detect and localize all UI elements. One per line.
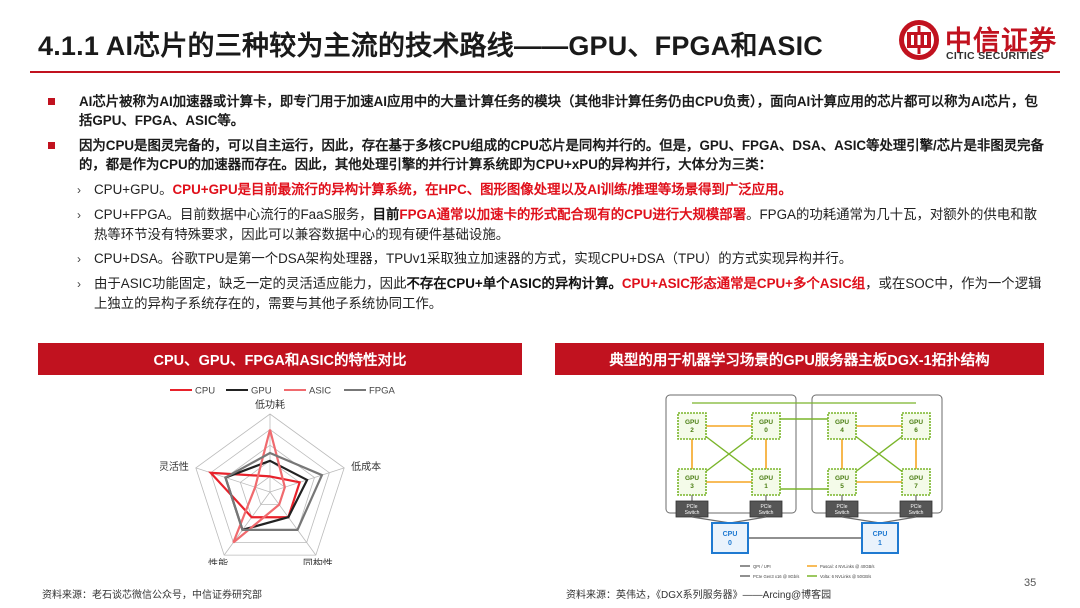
legend-label-fpga: FPGA	[369, 386, 396, 397]
gpu-label: 7	[914, 483, 918, 490]
sub-bullet-cpu-fpga: ›CPU+FPGA。目前数据中心流行的FaaS服务，目前FPGA通常以加速卡的形…	[77, 206, 1037, 242]
right-source-note: 资料来源：英伟达，《DGX系列服务器》——Arcing@博客园	[566, 590, 832, 601]
axis-label-4: 灵活性	[160, 460, 189, 473]
gpu-box	[677, 468, 707, 496]
series-cpu	[207, 471, 302, 519]
series-fpga	[224, 451, 324, 531]
page-number: 35	[1024, 577, 1037, 589]
series-asic	[232, 429, 286, 544]
bullet-list: AI芯片被称为AI加速器或计算卡，即专门用于加速AI应用中的大量计算任务的模块（…	[46, 92, 1046, 318]
gpu-label: GPU	[909, 419, 923, 426]
pcie-switch-label: PCIe	[910, 504, 921, 510]
sub-bullet-list: ›CPU+GPU。CPU+GPU是目前最流行的异构计算系统，在HPC、图形图像处…	[77, 180, 1046, 314]
legend-label-asic: ASIC	[309, 386, 331, 397]
cpu-label: CPU	[723, 531, 738, 538]
gpu-group-right	[811, 394, 943, 514]
pcie-switch-label: PCIe	[760, 504, 771, 510]
gpu-label: GPU	[759, 475, 773, 482]
pcie-switch-label: PCIe	[686, 504, 697, 510]
cpu-box	[711, 522, 749, 554]
cpu-label: 1	[878, 540, 882, 547]
dgx1-topology-diagram: GPU2GPU0GPU4GPU6GPU3GPU1GPU5GPU7PCIeSwit…	[665, 394, 943, 579]
cpu-box	[861, 522, 899, 554]
gpu-label: GPU	[759, 419, 773, 426]
gpu-box	[901, 412, 931, 440]
cpu-label: CPU	[873, 531, 888, 538]
gpu-label: GPU	[685, 419, 699, 426]
pcie-switch-label: Switch	[909, 510, 924, 516]
radar-grid-ring	[195, 413, 345, 556]
sub-bullet-cpu-gpu: ›CPU+GPU。CPU+GPU是目前最流行的异构计算系统，在HPC、图形图像处…	[77, 180, 1046, 200]
radar-grid-ring	[210, 429, 330, 543]
left-source-note: 资料来源：老石谈芯微信公众号，中信证券研究部	[42, 590, 262, 601]
logo-en-text: CITIC SECURITIES	[946, 50, 1045, 62]
gpu-box	[751, 468, 781, 496]
legend-label: PCIe Gen3 x16 @ 8Gb/s	[753, 574, 799, 579]
axis-label-2: 同构性	[303, 557, 333, 565]
legend-label-cpu: CPU	[195, 386, 215, 397]
legend-label: Pascal: 4 NVLinks @ 40GB/s	[820, 564, 875, 569]
sub-bullet-cpu-asic: ›由于ASIC功能固定，缺乏一定的灵活适应能力，因此不存在CPU+单个ASIC的…	[77, 275, 1042, 311]
gpu-group-left	[665, 394, 797, 514]
radar-grid-ring	[254, 475, 286, 506]
left-panel-title: CPU、GPU、FPGA和ASIC的特性对比	[38, 343, 522, 375]
radar-spoke	[269, 491, 317, 556]
gpu-label: 4	[840, 427, 844, 434]
legend-label: QPI / UPI	[753, 564, 771, 569]
gpu-box	[901, 468, 931, 496]
arrow-icon: ›	[77, 207, 81, 222]
gpu-label: 2	[690, 427, 694, 434]
legend-label-gpu: GPU	[251, 386, 272, 397]
citic-logo: 中信证券 CITIC SECURITIES	[897, 18, 1057, 68]
cpu-label: 0	[728, 540, 732, 547]
bullet-item: 因为CPU是图灵完备的，可以自主运行，因此，存在基于多核CPU组成的CPU芯片是…	[46, 136, 1046, 174]
pcie-switch-label: Switch	[835, 510, 850, 516]
citic-emblem-icon	[899, 20, 939, 60]
bullet-square-icon	[48, 142, 55, 149]
gpu-label: GPU	[685, 475, 699, 482]
gpu-label: 0	[764, 427, 768, 434]
gpu-label: GPU	[909, 475, 923, 482]
gpu-label: 1	[764, 483, 768, 490]
arrow-icon: ›	[77, 252, 81, 266]
bullet-square-icon	[48, 98, 55, 105]
gpu-box	[827, 468, 857, 496]
gpu-label: 5	[840, 483, 844, 490]
sub-bullet-cpu-dsa: ›CPU+DSA。谷歌TPU是第一个DSA架构处理器，TPUv1采取独立加速器的…	[77, 249, 1046, 269]
gpu-label: 6	[914, 427, 918, 434]
arrow-icon: ›	[77, 183, 81, 197]
axis-label-1: 低成本	[351, 460, 381, 473]
gpu-label: GPU	[835, 419, 849, 426]
pcie-switch-label: Switch	[685, 510, 700, 516]
title-divider	[30, 71, 1060, 73]
series-gpu	[224, 459, 309, 532]
radar-spoke	[195, 467, 271, 493]
arrow-icon: ›	[77, 276, 81, 291]
legend-label: Volta: 6 NVLinks @ 50GB/s	[820, 574, 871, 579]
gpu-label: GPU	[835, 475, 849, 482]
axis-label-3: 性能	[208, 557, 228, 565]
gpu-label: 3	[690, 483, 694, 490]
slide-title: 4.1.1 AI芯片的三种较为主流的技术路线——GPU、FPGA和ASIC	[38, 31, 823, 61]
pcie-switch-label: Switch	[759, 510, 774, 516]
logo-cn-text: 中信证券	[945, 26, 1057, 57]
gpu-box	[827, 412, 857, 440]
bullet-item: AI芯片被称为AI加速器或计算卡，即专门用于加速AI应用中的大量计算任务的模块（…	[46, 92, 1046, 130]
gpu-box	[751, 412, 781, 440]
right-panel-title: 典型的用于机器学习场景的GPU服务器主板DGX-1拓扑结构	[555, 343, 1044, 375]
pcie-switch-label: PCIe	[836, 504, 847, 510]
radar-spoke	[223, 491, 271, 556]
gpu-box	[677, 412, 707, 440]
axis-label-0: 低功耗	[255, 398, 285, 411]
